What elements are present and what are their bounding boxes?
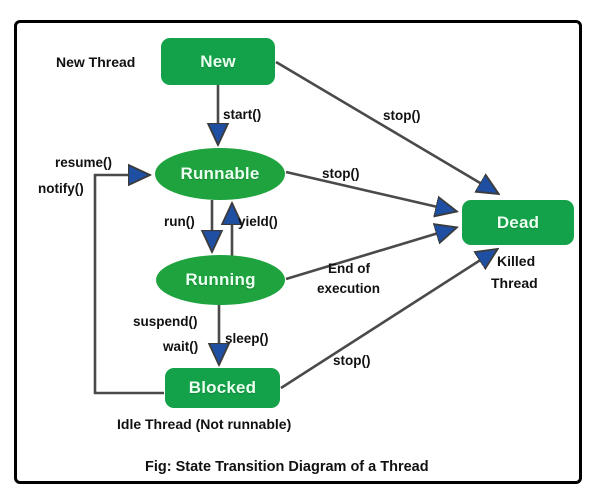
- edge-blocked-to-runnable: [93, 175, 164, 395]
- transition-label-stop-runnable-dead: stop(): [322, 166, 360, 181]
- edge-running-to-dead: [285, 228, 455, 281]
- transition-label-run: run(): [164, 214, 195, 229]
- state-node-new[interactable]: New: [161, 38, 275, 85]
- transition-label-notify: notify(): [38, 181, 84, 196]
- transition-label-sleep: sleep(): [225, 331, 269, 346]
- state-node-runnable[interactable]: Runnable: [155, 148, 285, 200]
- transition-label-resume: resume(): [55, 155, 113, 170]
- state-label-running: Running: [185, 270, 256, 289]
- edge-runnable-to-dead: [285, 170, 455, 211]
- transition-label-end-of: End of: [328, 261, 370, 276]
- transition-label-stop-blocked-dead: stop(): [333, 353, 371, 368]
- edge-new-to-dead: [275, 60, 497, 193]
- state-node-running[interactable]: Running: [156, 255, 285, 305]
- transition-label-start: start(): [223, 107, 262, 122]
- transition-label-execution: execution: [317, 281, 381, 296]
- transition-label-stop-new-dead: stop(): [383, 108, 421, 123]
- transition-label-suspend: suspend(): [133, 314, 198, 329]
- state-label-blocked: Blocked: [188, 378, 257, 397]
- annotation-idle-thread: Idle Thread (Not runnable): [117, 416, 292, 432]
- state-node-dead[interactable]: Dead: [462, 200, 574, 245]
- state-label-dead: Dead: [496, 212, 540, 232]
- transition-label-wait: wait(): [163, 339, 199, 354]
- annotation-new-thread: New Thread: [56, 54, 136, 70]
- edge-blocked-to-dead: [280, 250, 496, 390]
- annotation-killed-thread-line-1: Killed: [497, 253, 536, 269]
- diagram-border: [14, 20, 582, 484]
- state-label-new: New: [200, 51, 236, 71]
- state-node-blocked[interactable]: Blocked: [165, 368, 280, 408]
- transition-label-yield: yield(): [238, 214, 278, 229]
- annotation-killed-thread-line-2: Thread: [491, 275, 538, 291]
- state-label-runnable: Runnable: [180, 164, 260, 183]
- figure-caption: Fig: State Transition Diagram of a Threa…: [145, 459, 429, 475]
